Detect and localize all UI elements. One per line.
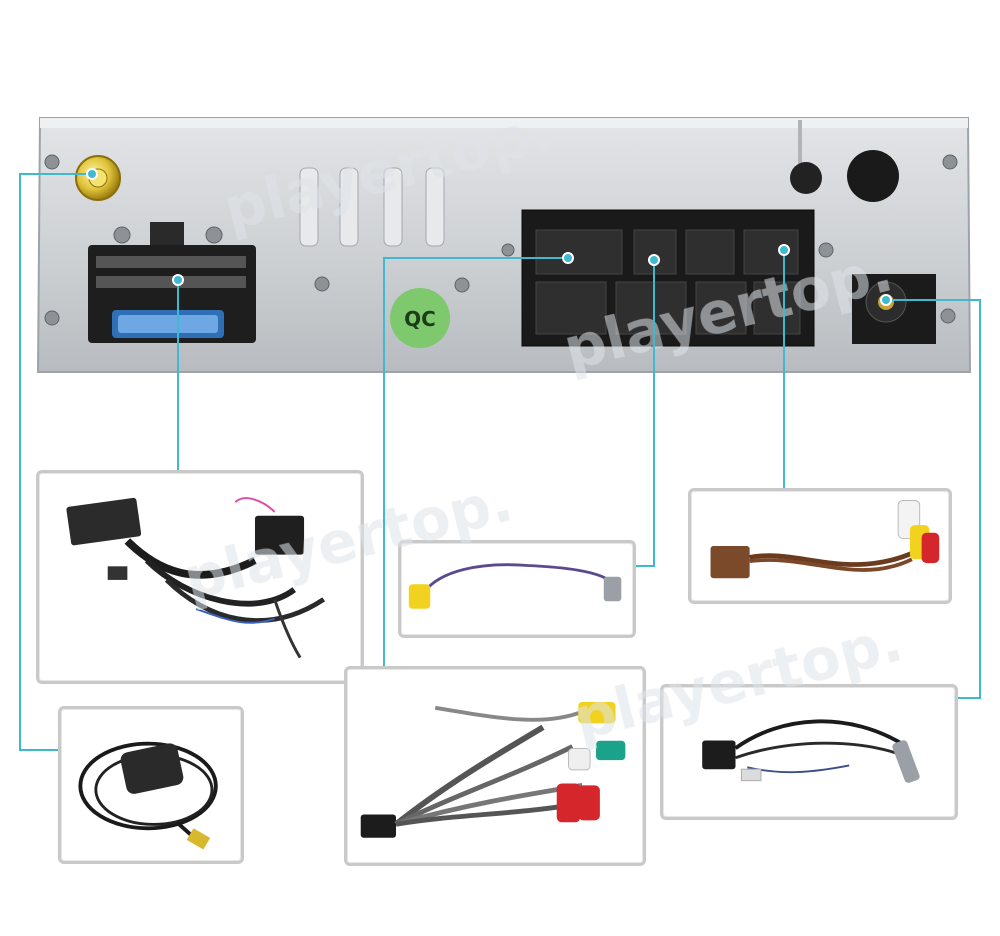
head-unit-back-panel: QC	[36, 117, 972, 373]
camera-cable-box	[398, 540, 636, 638]
rca-multi-cable-icon	[360, 701, 626, 838]
gps-antenna-box	[58, 706, 244, 864]
gps-antenna-port-icon	[75, 155, 121, 201]
qc-sticker-label: QC	[404, 307, 436, 331]
antenna-adapter-cable-icon	[702, 719, 920, 783]
gps-puck-icon	[78, 741, 218, 850]
can-bus-harness-icon	[66, 497, 326, 659]
power-harness-box	[36, 470, 364, 684]
single-rca-cable-icon	[408, 563, 622, 609]
rca-av-cable-box	[344, 666, 646, 866]
iso-rca-cable-box	[688, 488, 952, 604]
antenna-adapter-box	[660, 684, 958, 820]
iso-to-rca-cable-icon	[710, 500, 940, 579]
